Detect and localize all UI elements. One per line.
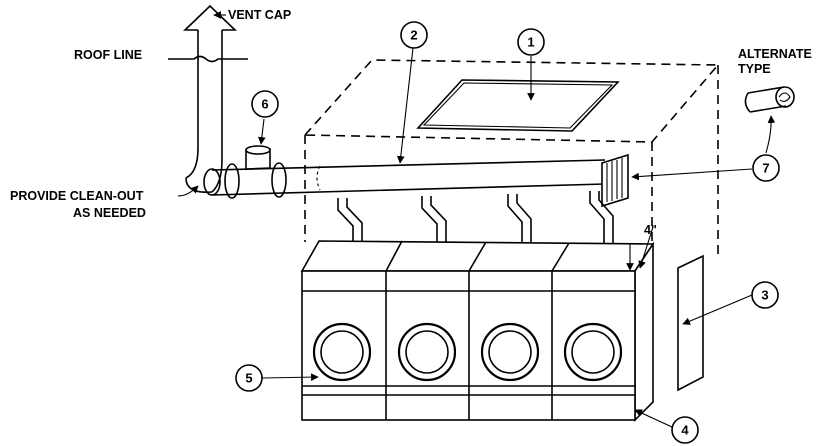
svg-text:3: 3	[761, 288, 768, 303]
callout-7: 7	[752, 154, 780, 182]
roof-opening-inner	[422, 82, 614, 129]
callout-5: 5	[235, 364, 263, 392]
callout-6: 6	[251, 90, 279, 118]
roof-opening	[416, 79, 620, 132]
callout-3: 3	[751, 281, 779, 309]
room-outline	[303, 59, 720, 255]
svg-text:2: 2	[410, 28, 417, 43]
dryer-doors	[312, 322, 623, 382]
alternate-duct-end	[744, 86, 795, 113]
vent-cap-label: VENT CAP	[228, 8, 291, 22]
callout-1: 1	[517, 28, 545, 56]
svg-text:7: 7	[762, 161, 769, 176]
clean-out-label-line1: PROVIDE CLEAN-OUT	[10, 189, 144, 203]
main-duct	[203, 159, 606, 199]
callout-4: 4	[671, 416, 699, 444]
svg-text:1: 1	[527, 35, 534, 50]
dryer-connectors	[337, 191, 614, 244]
clearance-label: 4"	[644, 223, 657, 237]
exhaust-grille	[601, 153, 629, 208]
svg-text:4: 4	[681, 423, 689, 438]
callout-leaders	[258, 47, 776, 428]
clearance-mark	[626, 226, 654, 271]
callout-2: 2	[400, 21, 428, 49]
alternate-label-line2: TYPE	[738, 62, 771, 76]
roof-line-label: ROOF LINE	[74, 48, 142, 62]
vent-stack	[183, 4, 237, 194]
service-access-panel	[677, 254, 704, 392]
clean-out-label-line2: AS NEEDED	[73, 206, 146, 220]
svg-text:5: 5	[245, 371, 252, 386]
svg-text:6: 6	[261, 97, 268, 112]
roof-line-mark	[168, 55, 248, 63]
dryer-fronts	[301, 270, 636, 421]
clean-out-fitting	[245, 145, 271, 170]
alternate-label-line1: ALTERNATE	[738, 47, 812, 61]
dryer-bank-side	[634, 241, 654, 422]
